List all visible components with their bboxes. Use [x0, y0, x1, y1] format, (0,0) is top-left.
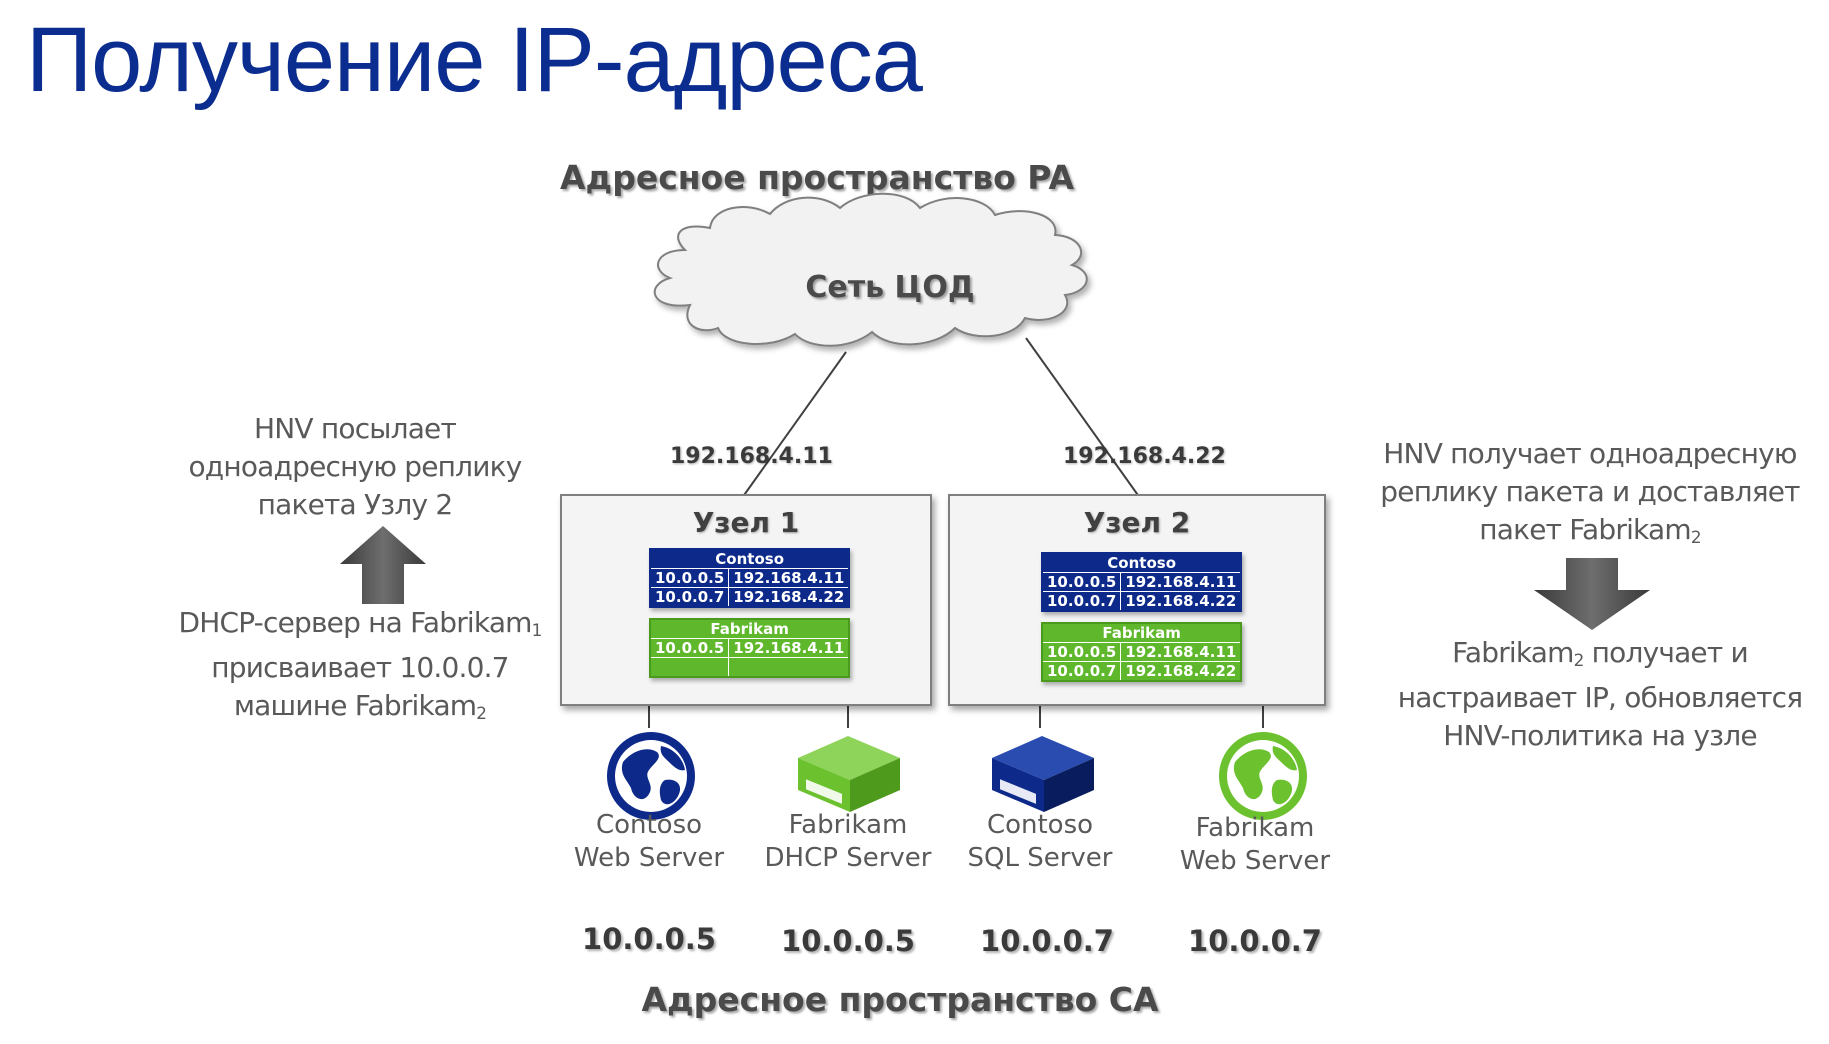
note-line: пакет Fabrikam2: [1365, 511, 1815, 556]
table-cell: [728, 657, 850, 678]
globe-icon: [607, 732, 695, 820]
note-line: DHCP-сервер на Fabrikam1: [140, 604, 580, 649]
vm-label-contoso-sql: Contoso SQL Server: [950, 809, 1130, 875]
vm-label-fabrikam-web: Fabrikam Web Server: [1165, 812, 1345, 878]
vm-name-line2: SQL Server: [967, 843, 1113, 873]
table-cell: 10.0.0.5: [1041, 572, 1122, 592]
cloud-icon: [653, 192, 1088, 347]
globe-icon: [1219, 732, 1307, 820]
table-cell: 192.168.4.11: [1120, 642, 1242, 662]
table-cell: 10.0.0.7: [649, 587, 730, 608]
note-subscript: 2: [1573, 650, 1585, 671]
vm-ip: 10.0.0.7: [980, 924, 1114, 958]
vm-label-fabrikam-dhcp: Fabrikam DHCP Server: [753, 809, 943, 875]
vm-name-line2: Web Server: [573, 843, 725, 873]
arrow-up-icon: [340, 526, 426, 604]
table-cell: 192.168.4.11: [728, 568, 850, 588]
table-header: Contoso: [1041, 552, 1242, 573]
right-note-top: HNV получает одноадресную реплику пакета…: [1365, 435, 1815, 556]
server-icon: [798, 736, 900, 812]
host2-pa-ip: 192.168.4.22: [1063, 444, 1226, 469]
note-text: Fabrikam: [1452, 636, 1574, 669]
note-text: пакет Fabrikam: [1479, 513, 1691, 546]
table-cell: [649, 657, 730, 678]
link-host1: [741, 351, 847, 499]
cloud-label: Сеть ЦОД: [805, 270, 975, 305]
note-line: пакета Узлу 2: [257, 488, 454, 521]
ca-space-label: Адресное пространство CA: [641, 980, 1159, 1019]
vm-name-line2: Web Server: [1179, 846, 1331, 876]
note-subscript: 2: [476, 703, 487, 724]
vm-name-line1: Contoso: [986, 810, 1094, 840]
vm-label-contoso-web: Contoso Web Server: [559, 809, 739, 875]
vm-ip: 10.0.0.7: [1188, 924, 1322, 958]
host-2-label: Узел 2: [1083, 506, 1191, 539]
table-cell: 192.168.4.22: [728, 587, 850, 608]
host-1-label: Узел 1: [692, 506, 800, 539]
vm-name-line1: Fabrikam: [788, 810, 908, 840]
note-line: HNV получает одноадресную: [1383, 437, 1797, 470]
table-cell: 192.168.4.22: [1120, 661, 1242, 682]
right-note-bottom: Fabrikam2 получает и настраивает IP, обн…: [1380, 634, 1820, 755]
vm-ip: 10.0.0.5: [781, 924, 915, 958]
note-line: Fabrikam2 получает и: [1380, 634, 1820, 679]
note-line: HNV посылает: [254, 412, 457, 445]
table-cell: 10.0.0.7: [1041, 591, 1122, 612]
vm-name-line2: DHCP Server: [764, 843, 932, 873]
note-line: машине Fabrikam2: [140, 687, 580, 732]
note-subscript: 1: [531, 620, 543, 641]
note-line: одноадресную реплику: [188, 450, 522, 483]
note-text: машине Fabrikam: [233, 689, 477, 723]
vm-ip: 10.0.0.5: [582, 922, 716, 956]
host1-pa-ip: 192.168.4.11: [670, 444, 833, 469]
left-note-top: HNV посылает одноадресную реплику пакета…: [155, 410, 555, 524]
left-note-bottom: DHCP-сервер на Fabrikam1 присваивает 10.…: [140, 604, 580, 732]
note-line: реплику пакета и доставляет: [1380, 475, 1800, 508]
table-cell: 192.168.4.11: [728, 638, 850, 658]
vm-name-line1: Fabrikam: [1195, 813, 1315, 843]
note-line: настраивает IP, обновляется: [1397, 681, 1803, 715]
note-line: HNV-политика на узле: [1443, 719, 1757, 753]
note-subscript: 2: [1690, 527, 1702, 548]
table-header: Contoso: [649, 548, 850, 569]
table-header: Fabrikam: [649, 618, 850, 639]
arrow-down-icon: [1534, 558, 1650, 630]
table-cell: 10.0.0.5: [649, 638, 730, 658]
table-header: Fabrikam: [1041, 622, 1242, 643]
table-cell: 192.168.4.11: [1120, 572, 1242, 592]
table-cell: 10.0.0.5: [1041, 642, 1122, 662]
page-title: Получение IP-адреса: [26, 9, 923, 111]
pa-space-label: Адресное пространство PA: [560, 158, 1074, 197]
server-icon: [992, 736, 1094, 812]
vm-name-line1: Contoso: [595, 810, 703, 840]
note-text: DHCP-сервер на Fabrikam: [178, 606, 532, 639]
table-cell: 10.0.0.7: [1041, 661, 1122, 682]
table-cell: 192.168.4.22: [1120, 591, 1242, 612]
link-host2: [1025, 337, 1141, 499]
note-line: присваивает 10.0.0.7: [211, 651, 509, 685]
table-cell: 10.0.0.5: [649, 568, 730, 588]
note-text: получает и: [1583, 636, 1749, 669]
